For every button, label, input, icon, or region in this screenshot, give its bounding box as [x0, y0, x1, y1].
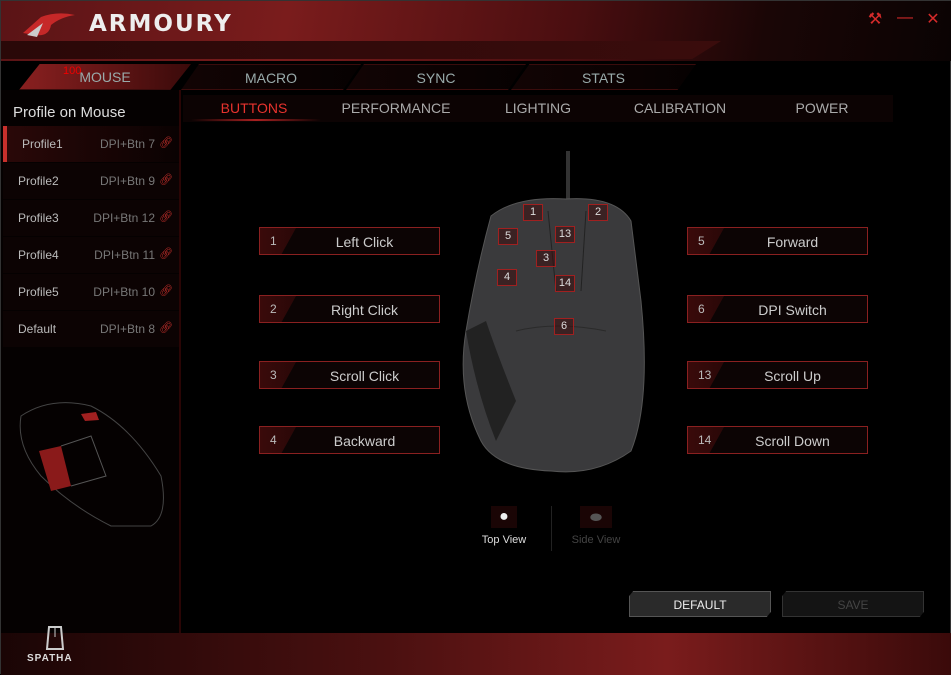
side-view-button[interactable]: ⬬ Side View — [561, 506, 631, 546]
device-name: SPATHA — [27, 653, 73, 664]
tab-mouse[interactable]: MOUSE — [19, 64, 191, 90]
main-tabs: MOUSE MACRO SYNC STATS — [1, 64, 701, 90]
profile-name: Profile2 — [18, 174, 59, 188]
profile-name: Profile4 — [18, 248, 59, 262]
side-view-icon: ⬬ — [580, 506, 612, 528]
button-marker[interactable]: 4 — [497, 269, 517, 286]
mouse-illustration — [19, 402, 164, 527]
button-marker[interactable]: 5 — [498, 228, 518, 245]
button-action: Right Click — [331, 302, 398, 318]
profile-name: Default — [18, 322, 57, 336]
profile-dpi-binding: DPI+Btn 11 — [94, 248, 155, 262]
link-icon: 🔗︎ — [159, 285, 173, 297]
default-button[interactable]: DEFAULT — [629, 591, 771, 617]
close-button[interactable]: ✕ — [926, 11, 940, 28]
button-marker[interactable]: 2 — [588, 204, 608, 221]
profile-dpi-binding: DPI+Btn 8 — [99, 322, 155, 336]
top-view-button[interactable]: ● Top View — [469, 506, 539, 546]
link-icon: 🔗︎ — [159, 248, 173, 260]
sub-tabs: BUTTONS PERFORMANCE LIGHTING CALIBRATION… — [183, 95, 893, 122]
profile-dpi-binding: DPI+Btn 7 — [99, 137, 155, 151]
mouse-top-view-image — [462, 151, 645, 473]
tab-lighting[interactable]: LIGHTING — [504, 100, 572, 116]
minimize-button[interactable]: — — [897, 9, 913, 26]
button-marker[interactable]: 3 — [536, 250, 556, 267]
sidebar-title: Profile on Mouse — [13, 104, 126, 121]
tab-calibration[interactable]: CALIBRATION — [633, 100, 727, 116]
link-icon: 🔗︎ — [159, 174, 173, 186]
count-badge: 100 — [63, 65, 82, 77]
title-bar — [1, 1, 951, 61]
profile-name: Profile3 — [18, 211, 59, 225]
top-view-label: Top View — [481, 534, 527, 546]
button-action: DPI Switch — [758, 302, 827, 318]
profile-item[interactable]: Profile4 DPI+Btn 11 🔗︎ — [3, 237, 179, 273]
button-marker[interactable]: 14 — [555, 275, 575, 292]
button-action: Forward — [766, 234, 819, 250]
rog-logo-icon — [23, 13, 75, 37]
settings-button[interactable]: ⚒ — [867, 11, 883, 28]
profile-item[interactable]: Profile2 DPI+Btn 9 🔗︎ — [3, 163, 179, 199]
button-marker[interactable]: 13 — [555, 226, 575, 243]
profile-dpi-binding: DPI+Btn 12 — [93, 211, 155, 225]
app-title: ARMOURY — [89, 11, 233, 37]
profile-item[interactable]: Profile1 DPI+Btn 7 🔗︎ — [3, 126, 179, 162]
link-icon: 🔗︎ — [159, 211, 173, 223]
side-view-label: Side View — [571, 534, 621, 546]
button-marker[interactable]: 1 — [523, 204, 543, 221]
button-marker[interactable]: 6 — [554, 318, 574, 335]
button-action: Scroll Down — [755, 433, 830, 449]
tab-power[interactable]: POWER — [795, 100, 849, 116]
save-button[interactable]: SAVE — [782, 591, 924, 617]
link-icon: 🔗︎ — [159, 322, 173, 334]
profile-item[interactable]: Default DPI+Btn 8 🔗︎ — [3, 311, 179, 347]
top-view-icon: ● — [491, 506, 517, 528]
profile-item[interactable]: Profile5 DPI+Btn 10 🔗︎ — [3, 274, 179, 310]
tab-stats[interactable]: STATS — [511, 64, 696, 90]
tab-macro[interactable]: MACRO — [181, 64, 361, 90]
tab-sync[interactable]: SYNC — [346, 64, 526, 90]
button-action: Scroll Click — [329, 368, 400, 384]
button-action: Backward — [333, 433, 396, 449]
tab-buttons[interactable]: BUTTONS — [220, 100, 288, 116]
spatha-logo-icon — [45, 626, 65, 650]
button-action: Scroll Up — [764, 368, 821, 384]
tab-performance[interactable]: PERFORMANCE — [341, 100, 451, 116]
profile-name: Profile5 — [18, 285, 59, 299]
active-tab-underline — [191, 119, 321, 121]
profile-name: Profile1 — [22, 137, 63, 151]
bottom-decoration — [1, 633, 951, 675]
profile-dpi-binding: DPI+Btn 9 — [99, 174, 155, 188]
button-action: Left Click — [335, 234, 394, 250]
profile-item[interactable]: Profile3 DPI+Btn 12 🔗︎ — [3, 200, 179, 236]
view-divider — [551, 506, 552, 551]
profile-dpi-binding: DPI+Btn 10 — [93, 285, 155, 299]
link-icon: 🔗︎ — [159, 137, 173, 149]
